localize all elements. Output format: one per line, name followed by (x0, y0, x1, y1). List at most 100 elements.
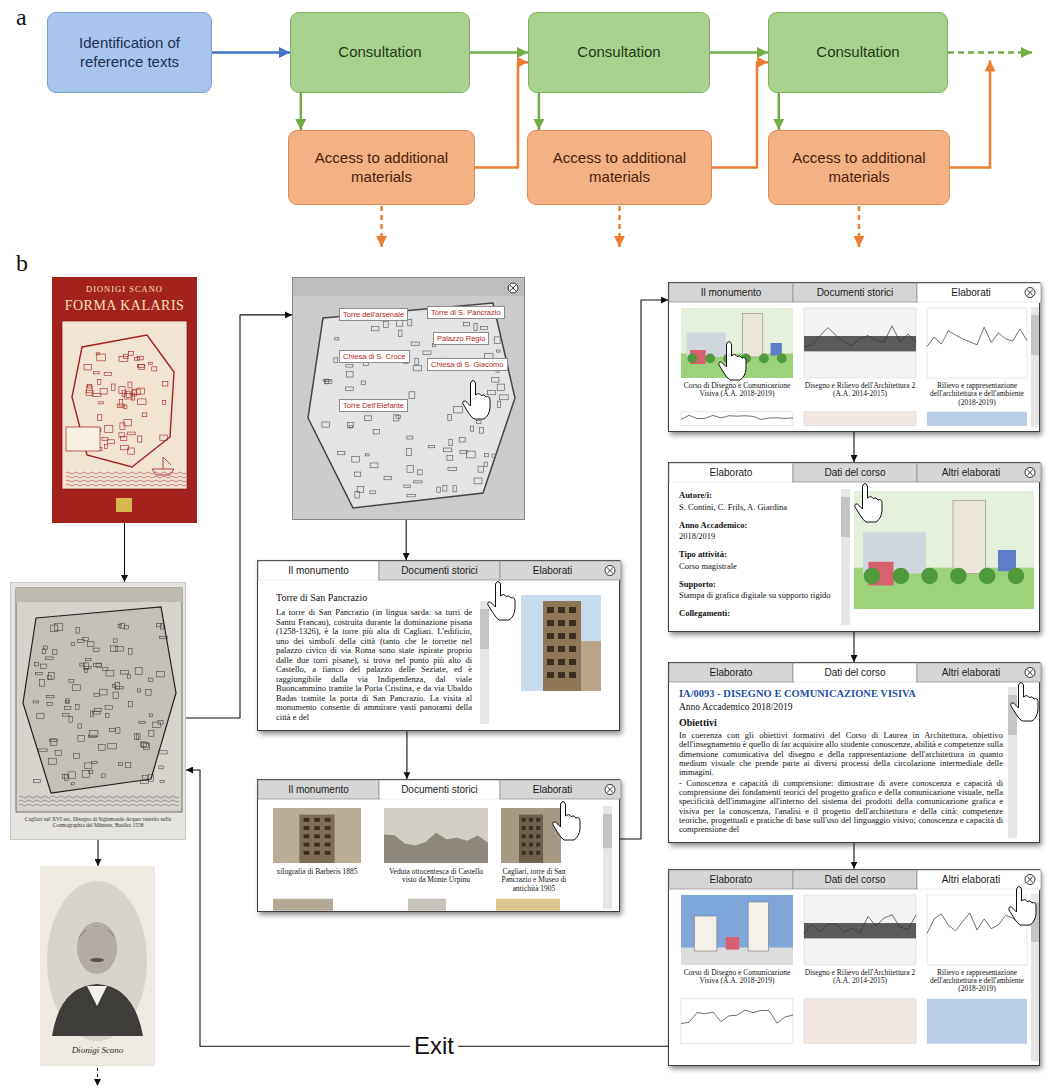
map-house (37, 713, 44, 718)
photo-window (569, 633, 576, 639)
map-house (148, 678, 152, 681)
map-hotspot: Chiesa di S. Giacomo (427, 358, 508, 371)
drawing (927, 412, 1027, 426)
map-house (335, 338, 339, 340)
photo-window (529, 843, 533, 847)
panel-letter: b (16, 250, 28, 277)
map-house (71, 643, 75, 646)
map-house (99, 402, 104, 404)
description-text: - Conoscenza e capacità di comprensione:… (679, 779, 1003, 835)
process-box: Access to additional materials (768, 130, 950, 205)
field-label: Supporto: (679, 580, 837, 590)
map-house (467, 451, 476, 458)
map-house (480, 427, 484, 433)
map-house (407, 466, 413, 473)
map-house (496, 350, 500, 352)
hand-cursor (719, 342, 746, 381)
photo-window (547, 633, 554, 639)
drawing-block (771, 343, 782, 356)
map-house (337, 452, 344, 455)
map-house (72, 685, 80, 690)
info-panel: Il monumentoDocumenti storiciElaboratiTo… (257, 560, 620, 731)
map-house (65, 707, 71, 710)
map-house (413, 365, 421, 371)
drawing-tree (759, 354, 769, 364)
drawing-lines (681, 1010, 793, 1023)
close-icon (1027, 290, 1033, 296)
flow-arrow (620, 300, 668, 839)
drawing-lines (804, 915, 916, 934)
photo-window (314, 851, 320, 855)
map-house (160, 780, 165, 782)
portrait-body (52, 984, 143, 1036)
process-box: Access to additional materials (288, 130, 475, 205)
map-house (487, 391, 495, 395)
tab-shape (918, 301, 1040, 303)
photo-window (547, 659, 554, 665)
map-house (484, 462, 487, 466)
map-hotspot: Torre di S. Pancrazio (427, 306, 505, 319)
map-house (93, 648, 99, 652)
map-house (118, 624, 121, 627)
map-house (40, 679, 45, 686)
close-icon (1027, 470, 1033, 476)
map-house (127, 674, 130, 678)
drawing-lines (927, 913, 1027, 934)
drawing (804, 308, 916, 378)
photo-window (325, 843, 331, 847)
scrollbar-thumb (1031, 315, 1039, 355)
drawing (804, 999, 916, 1044)
field-label: Anno Accademico: (679, 521, 837, 531)
image-caption: Veduta ottocentesca di Castello visto da… (386, 868, 486, 885)
map-house (89, 770, 93, 773)
photo-window (529, 818, 533, 822)
photo-tower (299, 815, 334, 863)
tab-shape (917, 283, 1041, 302)
map-house (82, 637, 88, 640)
flow-arrow (124, 523, 125, 582)
map-house (104, 373, 111, 376)
map-house (384, 321, 389, 327)
image-caption: Rilievo e rappresentazione dell'architet… (927, 382, 1027, 407)
info-panel: ElaboratoDati del corsoAltri elaboratiAu… (668, 462, 1040, 632)
map-house (91, 711, 94, 717)
tab-label: Documenti storici (379, 780, 500, 799)
map-house (142, 743, 149, 748)
map-house (137, 357, 143, 360)
map-house (84, 364, 91, 369)
book-cover: DIONIGI SCANOFORMA KALARIS (52, 277, 197, 523)
photo-window (314, 826, 320, 830)
map-house (322, 422, 330, 427)
tab-shape (500, 561, 621, 580)
scrollbar-thumb (603, 814, 612, 848)
drawing-lines (681, 415, 793, 419)
map-house (137, 388, 145, 394)
map-house (116, 728, 120, 734)
book-title: FORMA KALARIS (52, 298, 197, 313)
map-house (55, 750, 61, 755)
close-icon (605, 785, 615, 795)
map-house (407, 436, 413, 439)
image-caption: Corso di Disegno e Comunicazione Visiva … (679, 382, 795, 399)
map-house (394, 415, 399, 421)
map-house (133, 389, 141, 394)
close-icon (508, 283, 518, 293)
map-house (69, 772, 76, 779)
map-house (85, 666, 92, 668)
map-house (142, 413, 147, 417)
map-house (134, 358, 139, 361)
map-house (76, 705, 79, 710)
map-house (71, 783, 74, 785)
map-house (98, 379, 101, 384)
photo-window (558, 646, 565, 652)
map-house (120, 423, 125, 430)
map-house (494, 337, 500, 343)
tab-label: Elaborati (500, 561, 605, 580)
map-house (35, 662, 39, 666)
drawing-lines (927, 327, 1027, 346)
map-house (460, 451, 467, 454)
map-house (85, 763, 92, 769)
map-house (102, 774, 106, 778)
close-icon (1025, 288, 1035, 298)
drawing (804, 412, 916, 426)
